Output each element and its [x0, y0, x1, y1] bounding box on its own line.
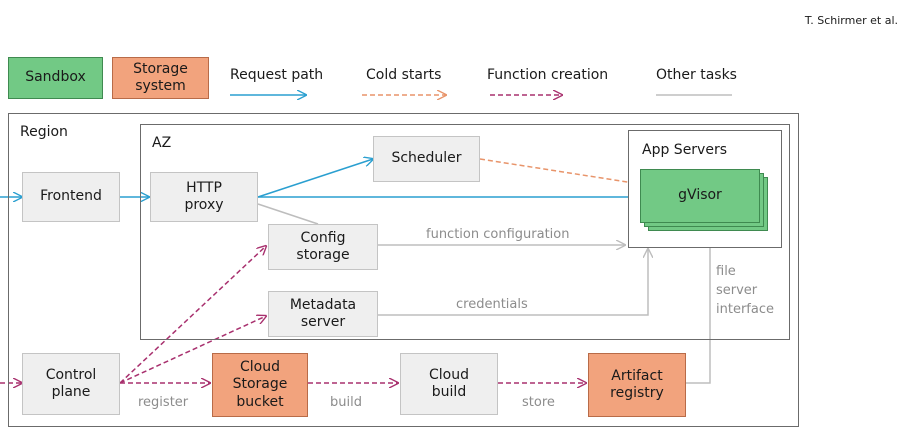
cloud-storage-bucket-node: Cloud Storage bucket [212, 353, 308, 417]
metadata-server-node: Metadata server [268, 291, 378, 337]
cloud-build-node: Cloud build [400, 353, 498, 415]
edge-metadata-appservers [378, 249, 648, 316]
legend-cold-label: Cold starts [366, 67, 442, 83]
control-plane-node: Control plane [22, 353, 120, 415]
az-container [140, 124, 790, 340]
legend-request-label: Request path [230, 67, 324, 83]
legend-other-label: Other tasks [656, 67, 737, 83]
artifact-registry-node: Artifact registry [588, 353, 686, 417]
region-container [8, 113, 799, 427]
edge-scheduler-gvisor [479, 158, 640, 184]
edge-proxy-scheduler [257, 159, 373, 198]
region-label: Region [20, 124, 68, 140]
scheduler-node: Scheduler [373, 136, 480, 182]
credentials-label: credentials [456, 297, 528, 312]
legend-storage-box: Storage system [112, 57, 209, 99]
author-header: T. Schirmer et al. [804, 14, 898, 27]
gvisor-node: gVisor [640, 169, 760, 223]
file-server-interface-label: file server interface [716, 264, 774, 317]
legend-creation-label: Function creation [487, 67, 609, 83]
store-label: store [522, 395, 555, 410]
edge-proxy-config [257, 203, 319, 225]
http-proxy-node: HTTP proxy [150, 172, 258, 222]
app-servers-label: App Servers [642, 142, 728, 158]
build-label: build [330, 395, 362, 410]
frontend-node: Frontend [22, 172, 120, 222]
edge-cp-metadata [119, 316, 266, 384]
function-configuration-label: function configuration [426, 227, 570, 242]
edge-artifact-appservers [686, 233, 710, 384]
az-label: AZ [152, 135, 172, 151]
legend-sandbox-box: Sandbox [8, 57, 103, 99]
config-storage-node: Config storage [268, 224, 378, 270]
register-label: register [138, 395, 189, 410]
edge-cp-config [119, 246, 266, 384]
